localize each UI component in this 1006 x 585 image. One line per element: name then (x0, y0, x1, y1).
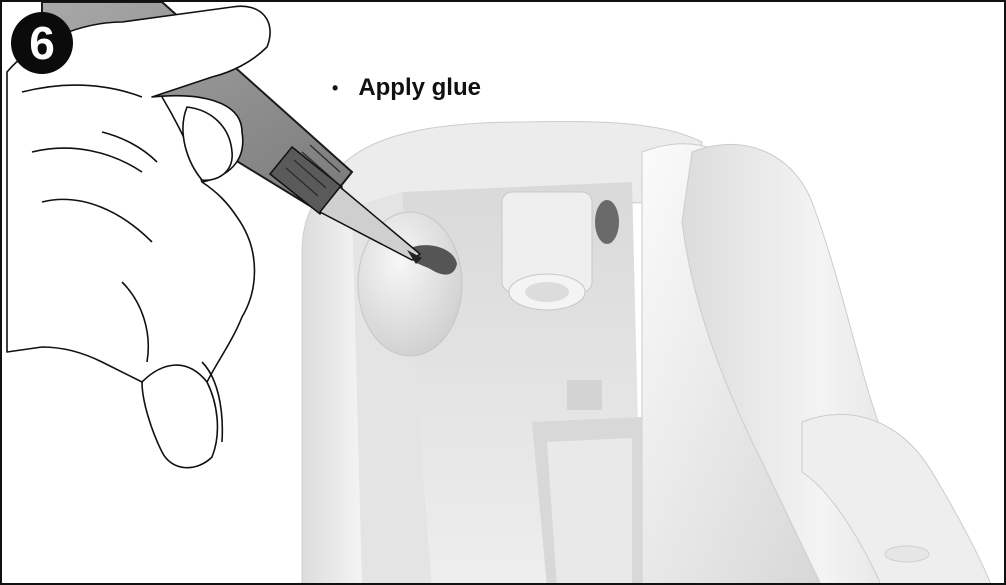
step-number-badge: 6 (11, 12, 73, 74)
instruction-text: • Apply glue (332, 74, 481, 102)
bullet-icon: • (332, 78, 338, 99)
instruction-label: Apply glue (358, 74, 481, 102)
